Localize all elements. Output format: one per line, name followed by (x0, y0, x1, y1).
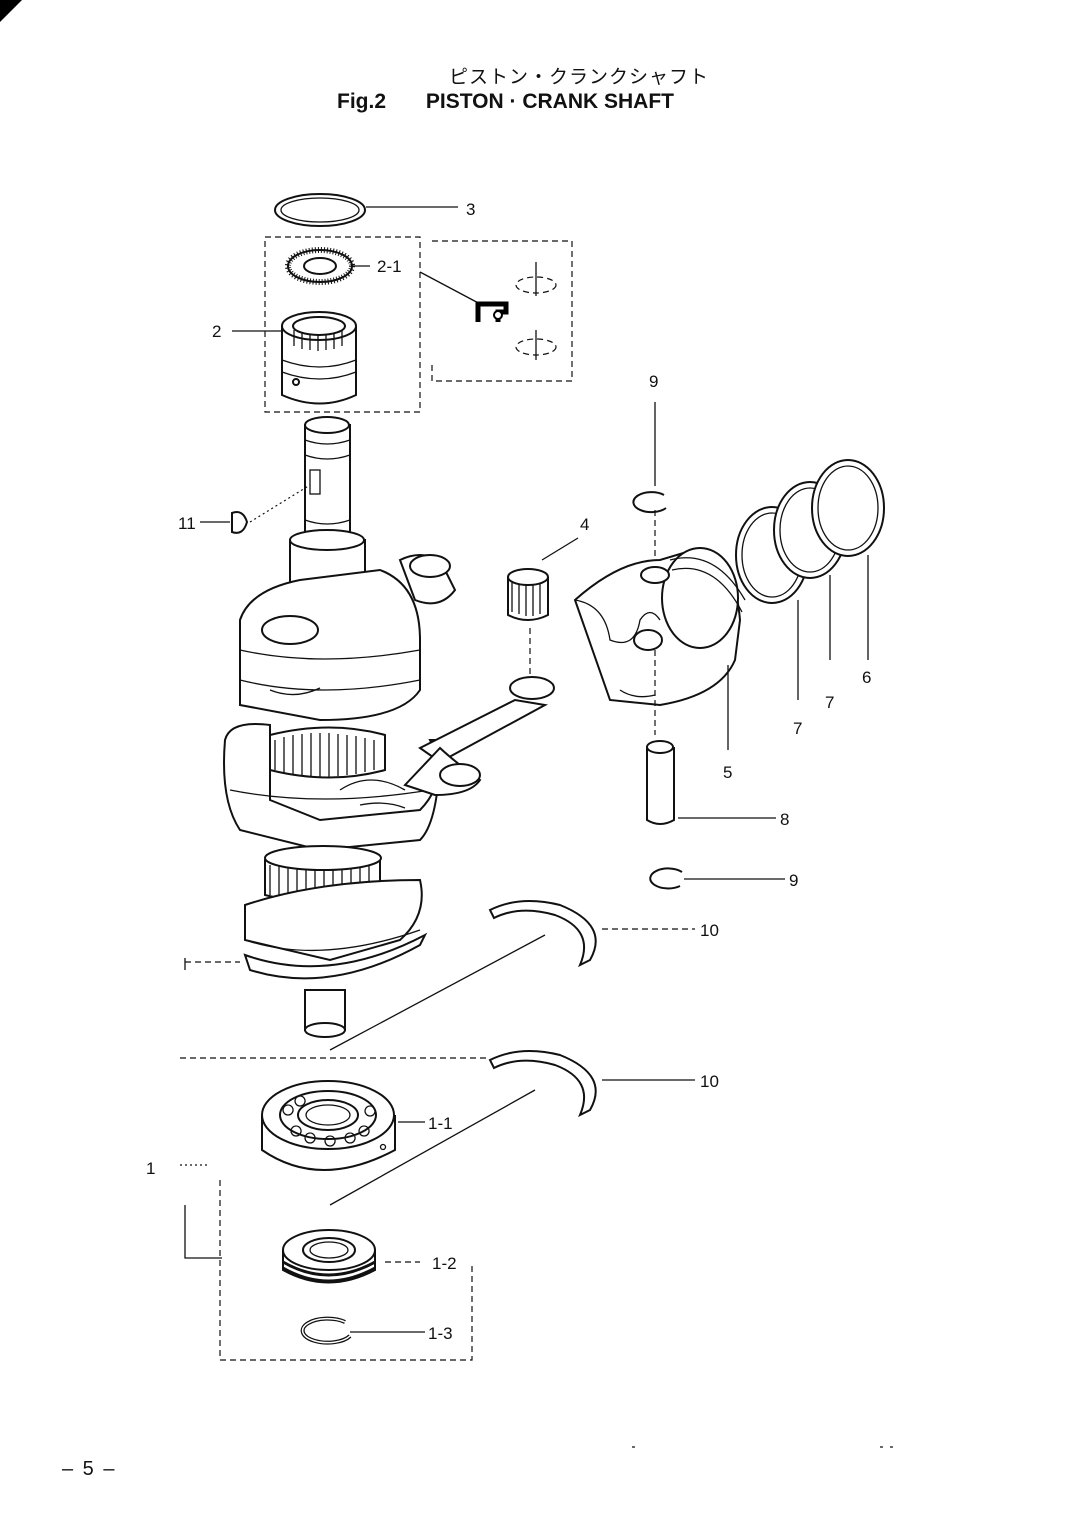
leader-4 (541, 537, 579, 561)
bracket-1-left (184, 1205, 222, 1259)
callout-2-1: 2-1 (377, 257, 402, 276)
callout-10-bottom: 10 (700, 1072, 719, 1091)
callout-4: 4 (580, 515, 589, 534)
washer-bottom-alignment (329, 1089, 536, 1206)
leader-11-dashed (249, 484, 311, 523)
callout-11: 11 (178, 514, 196, 533)
corner-marker (0, 0, 22, 22)
part-1-1-ball-bearing (261, 1080, 396, 1171)
callout-10-top: 10 (700, 921, 719, 940)
part-6-piston-ring (811, 459, 885, 557)
part-10-thrust-washer-top (488, 900, 597, 968)
diagram-title-japanese: ピストン・クランクシャフト (448, 66, 709, 88)
part-8-piston-pin (646, 740, 675, 825)
callout-2: 2 (212, 322, 221, 341)
callout-7-a: 7 (793, 719, 802, 738)
diagram-title: Fig.2 PISTON · CRANK SHAFT (337, 90, 674, 114)
callout-1-3: 1-3 (428, 1324, 453, 1343)
part-4-needle-bearing (507, 568, 549, 621)
callout-9-bottom: 9 (789, 871, 798, 890)
part-1-2-seal-housing (282, 1229, 376, 1284)
callout-5: 5 (723, 763, 732, 782)
diagram-title-english: PISTON · CRANK SHAFT (425, 90, 674, 113)
bracket-1-box (220, 1262, 473, 1361)
callout-7-b: 7 (825, 693, 834, 712)
callout-1: 1 (146, 1159, 155, 1178)
leader-2-1-to-symbol (419, 271, 485, 307)
connecting-rod (403, 676, 555, 797)
part-1-3-snap-ring (300, 1316, 352, 1345)
crankshaft (223, 416, 457, 1038)
grease-symbol-icon (475, 301, 509, 322)
washer-top-alignment (329, 934, 546, 1051)
part-3-o-ring (274, 193, 366, 227)
figure-number: Fig.2 (337, 90, 387, 113)
part-9-circlip-bottom (649, 867, 683, 890)
callout-1-1: 1-1 (428, 1114, 453, 1133)
assembly-2-boundary (264, 236, 421, 413)
callout-9-top: 9 (649, 372, 658, 391)
part-10-thrust-washer-bottom (488, 1050, 597, 1118)
callout-6: 6 (862, 668, 871, 687)
grease-detail-boundary (431, 240, 573, 382)
callout-1-2: 1-2 (432, 1254, 457, 1273)
part-2-bearing (281, 311, 357, 405)
part-11-key (231, 511, 249, 534)
grease-detail (515, 262, 557, 360)
part-5-piston (573, 546, 746, 707)
page-number: – 5 – (62, 1458, 117, 1480)
part-9-circlip-top (632, 491, 667, 514)
callout-3: 3 (466, 200, 475, 219)
callout-8: 8 (780, 810, 789, 829)
part-2-1-oil-seal (285, 247, 355, 285)
